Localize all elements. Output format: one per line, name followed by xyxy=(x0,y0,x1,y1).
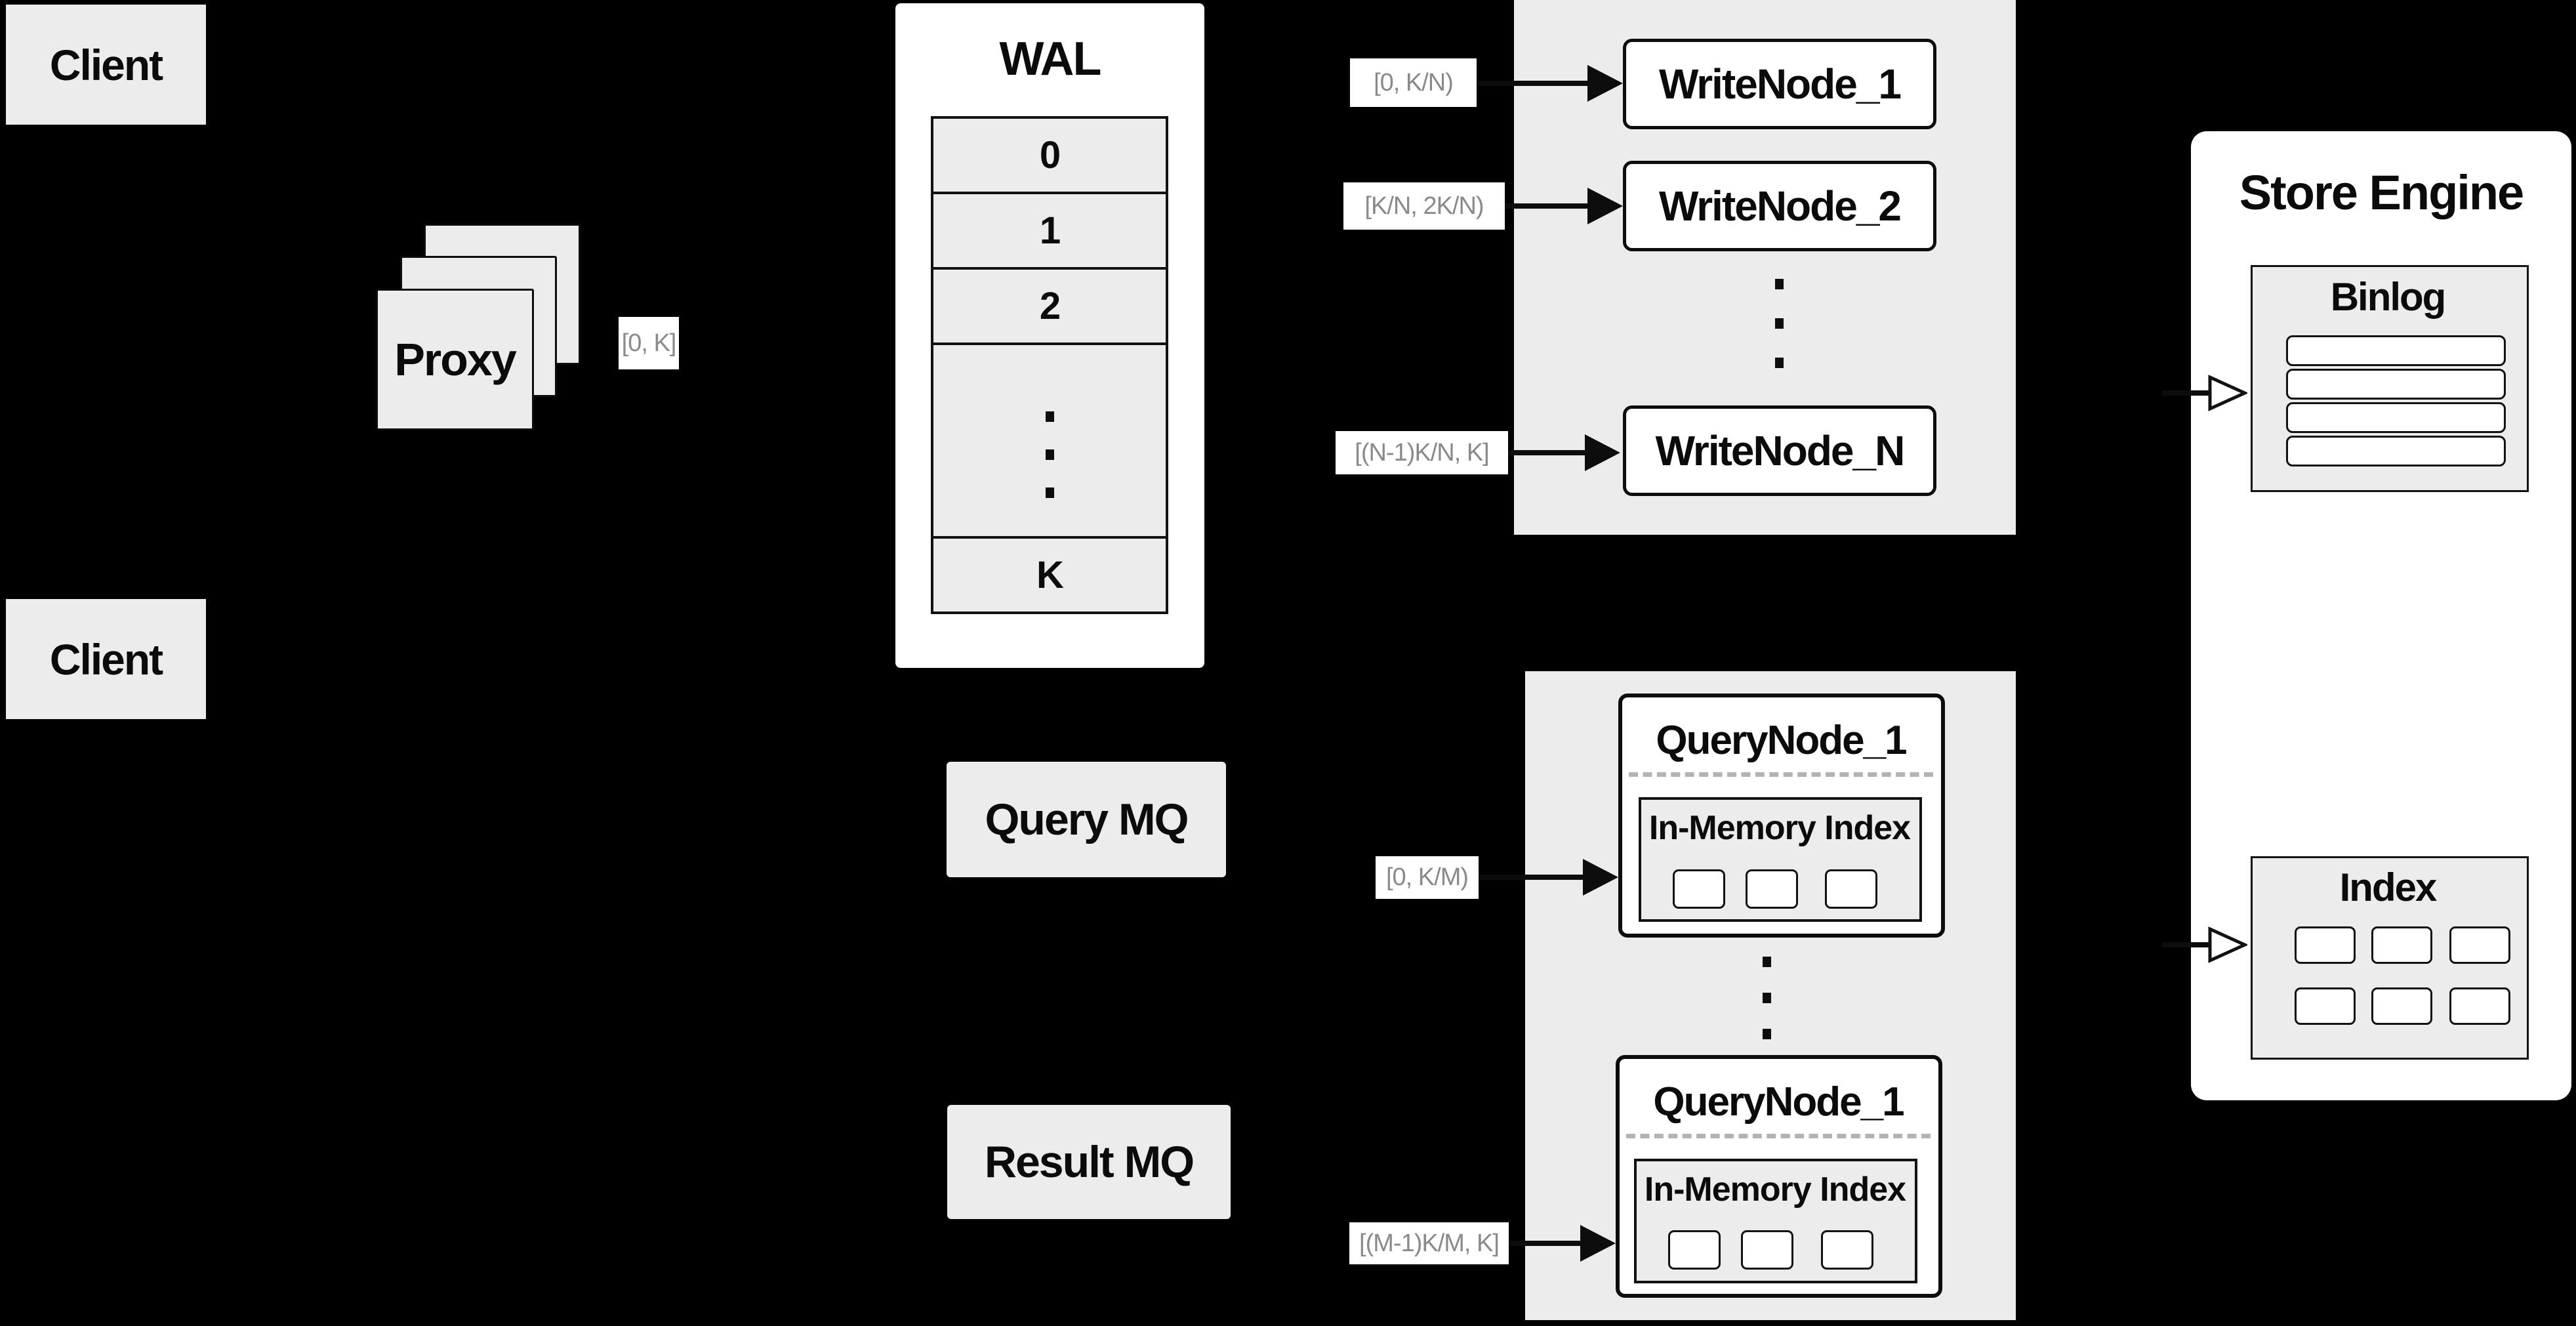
segment-cell xyxy=(1673,869,1725,909)
client-top-box: Client xyxy=(6,5,206,125)
binlog-row xyxy=(2286,402,2506,433)
write-ellipsis-dot xyxy=(1775,279,1784,289)
binlog-row xyxy=(2286,335,2506,366)
index-cell xyxy=(2371,987,2432,1025)
writenode-2-box: WriteNode_2 xyxy=(1623,161,1936,251)
index-cell xyxy=(2371,926,2432,964)
wal-segment-row: 2 xyxy=(931,267,1168,345)
query-ellipsis-dot xyxy=(1763,957,1771,967)
write-range-chip-1: [0, K/N) xyxy=(1350,58,1477,107)
wal-ellipsis-dot xyxy=(1046,411,1054,422)
proxy-card-front: Proxy xyxy=(376,289,534,430)
arrow-to-writenode-1 xyxy=(1477,81,1589,86)
wal-ellipsis-dot xyxy=(1046,487,1054,498)
query-range-chip-1: [0, K/M) xyxy=(1376,856,1479,899)
binlog-row xyxy=(2286,436,2506,466)
querynode-top-title: QueryNode_1 xyxy=(1656,717,1907,763)
proxy-range-text: [0, K] xyxy=(621,329,677,357)
inmemory-index-top-title: In-Memory Index xyxy=(1648,809,1911,847)
client-bottom-label: Client xyxy=(49,634,163,684)
store-engine-title: Store Engine xyxy=(2239,165,2524,220)
wal-segment-row: 0 xyxy=(931,116,1168,194)
arrowhead-index xyxy=(2208,926,2247,963)
arrowhead-querynode-m xyxy=(1580,1225,1616,1262)
query-ellipsis-dot xyxy=(1763,993,1771,1003)
arrowhead-writenode-1 xyxy=(1587,65,1623,102)
write-ellipsis-dot xyxy=(1775,318,1784,329)
result-mq-box: Result MQ xyxy=(947,1105,1231,1219)
wal-ellipsis-row xyxy=(931,342,1168,539)
segment-cell xyxy=(1746,869,1798,909)
writenode-n-box: WriteNode_N xyxy=(1623,405,1936,496)
query-range-chip-m: [(M-1)K/M, K] xyxy=(1349,1222,1509,1264)
wal-ellipsis-dot xyxy=(1046,449,1054,460)
writenode-1-box: WriteNode_1 xyxy=(1623,39,1936,129)
index-cell xyxy=(2295,926,2356,964)
query-ellipsis-dot xyxy=(1763,1029,1771,1039)
write-range-chip-2: [K/N, 2K/N) xyxy=(1343,182,1505,230)
write-ellipsis-dot xyxy=(1775,358,1784,368)
querynode-bottom-title: QueryNode_1 xyxy=(1653,1079,1904,1125)
query-mq-box: Query MQ xyxy=(947,762,1226,877)
querynode-bottom-separator xyxy=(1626,1134,1931,1138)
index-cell xyxy=(2449,987,2510,1025)
arrow-to-index xyxy=(2162,942,2212,947)
inmemory-index-bottom-title: In-Memory Index xyxy=(1644,1171,1906,1209)
binlog-row xyxy=(2286,369,2506,400)
client-bottom-box: Client xyxy=(6,599,206,719)
arrow-to-writenode-2 xyxy=(1505,203,1587,209)
segment-cell xyxy=(1668,1230,1721,1270)
binlog-title: Binlog xyxy=(2330,274,2447,319)
arrowhead-writenode-2 xyxy=(1587,188,1623,224)
proxy-label: Proxy xyxy=(394,334,517,385)
querynode-top-separator xyxy=(1629,772,1933,777)
arrowhead-binlog xyxy=(2208,375,2247,411)
proxy-range-chip: [0, K] xyxy=(619,317,679,369)
arrowhead-querynode-1 xyxy=(1583,859,1618,896)
segment-cell xyxy=(1821,1230,1873,1270)
write-range-chip-n: [(N-1)K/N, K] xyxy=(1336,431,1508,474)
arrow-to-querynode-1 xyxy=(1479,875,1584,880)
index-cell xyxy=(2295,987,2356,1025)
wal-segment-row: 1 xyxy=(931,192,1168,270)
wal-segment-row-last: K xyxy=(931,536,1168,614)
segment-cell xyxy=(1741,1230,1793,1270)
arrow-to-binlog xyxy=(2162,390,2212,396)
arrow-to-writenode-n xyxy=(1508,450,1586,455)
arrowhead-writenode-n xyxy=(1585,434,1620,471)
segment-cell xyxy=(1825,869,1877,909)
wal-title: WAL xyxy=(999,33,1102,85)
arrow-to-querynode-m xyxy=(1509,1241,1582,1246)
client-top-label: Client xyxy=(49,40,163,89)
index-cell xyxy=(2449,926,2510,964)
index-title: Index xyxy=(2339,865,2438,909)
